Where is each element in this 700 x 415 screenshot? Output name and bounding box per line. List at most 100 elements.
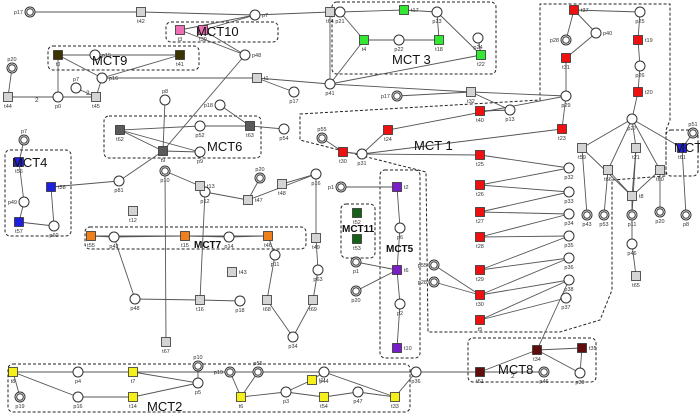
transition-label: t68	[263, 307, 271, 313]
transition-label: t44	[4, 104, 12, 110]
transition-t39: t39	[198, 25, 208, 43]
arc-p31-t25	[361, 153, 481, 156]
place-label: p41	[325, 91, 334, 97]
transition-t23: t23	[557, 124, 567, 142]
module-label-MCT4R: MCT4	[674, 140, 700, 155]
transition-t57: t57	[14, 217, 24, 235]
arc-t41-p16a	[101, 54, 181, 79]
module-label-MCT4L: MCT4	[12, 155, 47, 170]
transition-t58: t58	[46, 182, 66, 192]
module-box-MCT9	[47, 45, 200, 71]
place-p7: p7	[18, 129, 30, 146]
place-label: p29	[561, 103, 570, 109]
transition-label: t52	[353, 220, 361, 226]
transition-t33: t33	[390, 392, 400, 410]
place-circle	[504, 104, 516, 116]
place-p11: p11	[269, 249, 281, 268]
arc-t61-p8b	[681, 147, 687, 216]
transition-t41: t41	[175, 50, 185, 68]
place-inner-ring	[16, 393, 24, 401]
place-p16: p16	[72, 391, 84, 410]
place-circle	[394, 298, 406, 310]
place-p17: p17	[288, 86, 300, 105]
transition-label: t47	[255, 198, 263, 204]
module-box-MCT4R	[665, 129, 699, 177]
transition-t25: t25	[475, 150, 485, 168]
arc-t54-p3	[285, 391, 325, 398]
place-inner-ring	[20, 136, 28, 144]
place-p36: p36	[563, 252, 575, 271]
place-p31: p31	[356, 148, 368, 167]
place-p0: p0	[52, 91, 64, 110]
place-circle	[159, 94, 171, 106]
transition-label: t25	[476, 162, 484, 168]
place-label: p28	[418, 280, 427, 286]
arc-p48-t9	[162, 54, 246, 152]
transition-label: t61	[678, 155, 686, 161]
transition-box	[557, 124, 567, 134]
transition-label: t0	[56, 62, 61, 68]
arc-p17c-t32	[396, 91, 472, 97]
transition-t51: t51	[475, 367, 485, 385]
place-label: p54	[279, 136, 288, 142]
arc-t1-p17b	[256, 77, 295, 93]
place-inner-ring	[194, 362, 202, 370]
arc-t6b-p3	[240, 391, 287, 398]
arc-t6-p2	[396, 269, 401, 305]
transition-label: t17	[411, 8, 419, 14]
place-label: p11	[628, 222, 637, 228]
arc-t37-p25	[573, 9, 641, 13]
place-circle	[48, 220, 60, 232]
module-box-MCT8	[467, 337, 597, 383]
place-p16: p16	[96, 72, 118, 84]
transition-t7: t7	[128, 367, 138, 385]
module-label-MCT7: MCT7	[194, 240, 222, 251]
place-circle	[410, 366, 422, 378]
arc-p16c-t8b	[12, 371, 79, 398]
place-label: p48	[130, 306, 139, 312]
transition-label: t4	[362, 47, 367, 53]
transition-t21: t21	[631, 143, 641, 161]
place-p14: p14	[223, 231, 235, 250]
place-label: p35	[564, 243, 573, 249]
place-circle	[563, 162, 575, 174]
place-label: p1	[328, 185, 334, 191]
arc-p20d-t6	[355, 269, 398, 292]
place-p6: p6	[394, 222, 406, 241]
transition-label: t20	[645, 90, 653, 96]
module-box-MCT4L	[4, 149, 72, 237]
transition-t37: t37	[569, 5, 589, 15]
arc-t35-t34	[536, 347, 583, 351]
arc-p60-t58	[50, 186, 55, 227]
module-label-MCT11: MCT11	[342, 224, 375, 235]
place-circle	[129, 293, 141, 305]
place-circle	[560, 292, 572, 304]
arc-t17-p23	[403, 9, 438, 13]
transition-label: t26	[476, 192, 484, 198]
place-circle	[472, 32, 484, 44]
transition-box	[532, 345, 542, 355]
arc-t29-p36	[479, 257, 570, 271]
place-label: p15	[102, 53, 111, 59]
place-circle	[288, 86, 300, 98]
place-label: p9	[197, 159, 203, 165]
place-label: p39	[575, 380, 584, 386]
place-label: p27	[627, 126, 636, 132]
transition-box	[263, 231, 273, 241]
transition-box	[392, 265, 402, 275]
transition-box	[319, 392, 329, 402]
place-p52: p52	[194, 120, 206, 139]
transition-t14: t14	[128, 392, 138, 410]
place-p36: p36	[410, 366, 422, 385]
place-inner-ring	[352, 258, 360, 266]
module-box-MCT6	[103, 115, 262, 159]
transition-label: t22	[477, 62, 485, 68]
place-circle	[563, 208, 575, 220]
place-label: p14	[224, 244, 233, 250]
place-p34: p34	[287, 331, 299, 350]
arc-p36-t30b	[479, 257, 570, 296]
place-p5: p5	[192, 377, 204, 396]
place-inner-ring	[226, 368, 234, 376]
place-label: p37	[561, 305, 570, 311]
module-boxes	[4, 1, 699, 413]
